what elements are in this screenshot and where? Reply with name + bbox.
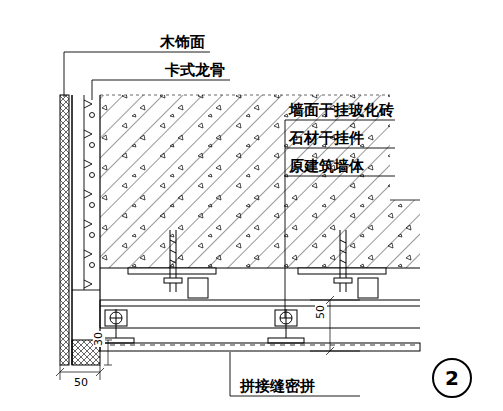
part-label: 拼接缝密拼 — [240, 377, 315, 395]
dimension-text: 50 — [73, 377, 89, 389]
tile-clip — [98, 309, 304, 343]
callout-circle: 2 — [432, 358, 472, 398]
dimension-text: 50 — [315, 304, 327, 320]
part-label: 木饰面 — [160, 33, 205, 51]
callout-number: 2 — [445, 366, 459, 390]
vitrified-tile — [72, 340, 420, 365]
support-rail — [100, 300, 420, 328]
part-label: 原建筑墙体 — [289, 157, 364, 175]
dimension-lines — [56, 296, 360, 380]
dry-hang-bracket — [128, 230, 386, 298]
clip-keel — [72, 95, 100, 290]
dimension-text: 30 — [93, 331, 105, 347]
part-label: 墙面干挂玻化砖 — [289, 101, 394, 119]
part-label: 石材干挂件 — [289, 129, 364, 147]
wood-facing — [60, 95, 72, 365]
part-label: 卡式龙骨 — [165, 61, 225, 79]
leader-lines — [64, 52, 395, 396]
building-wall — [100, 95, 420, 340]
